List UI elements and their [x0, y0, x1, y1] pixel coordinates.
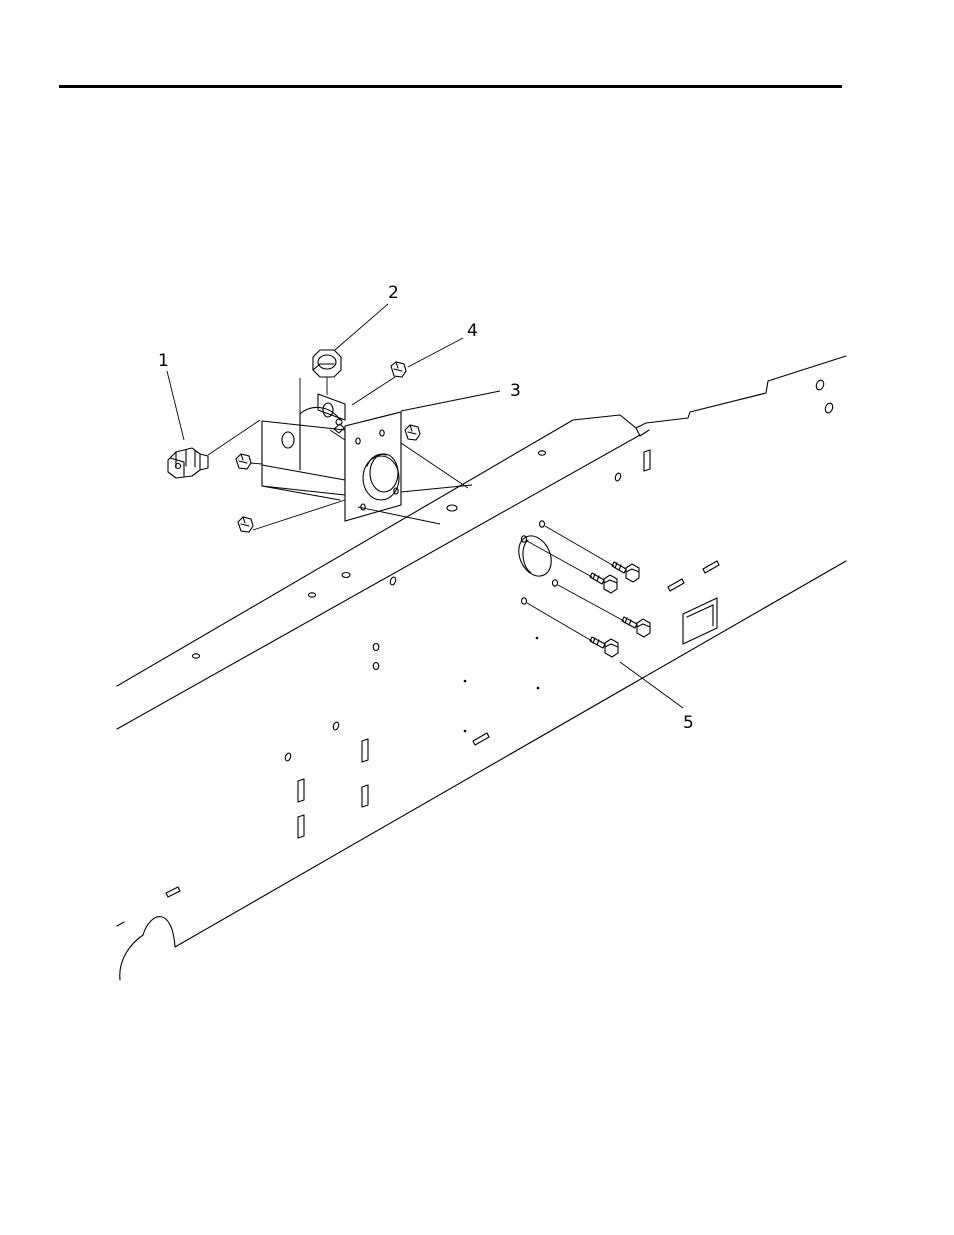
callout-2: 2	[388, 283, 399, 303]
frame-rail	[117, 356, 846, 980]
callout-4: 4	[467, 321, 478, 341]
lock-nut-bottom	[238, 500, 345, 532]
lock-nut-left	[236, 454, 262, 469]
callout-5: 5	[683, 713, 694, 733]
leader-3	[401, 391, 500, 411]
lock-nut-top	[352, 362, 406, 405]
leader-2	[335, 304, 388, 350]
callout-3: 3	[510, 381, 521, 401]
item-5-bolts	[522, 521, 651, 657]
leader-1	[167, 371, 184, 440]
bolt-1	[540, 521, 640, 582]
bolt-4	[522, 598, 619, 657]
lock-nut-right	[405, 425, 420, 440]
bolt-2	[522, 536, 618, 593]
bracket-assembly	[262, 394, 472, 524]
callout-1: 1	[158, 351, 169, 371]
bolt-3	[553, 580, 651, 637]
leader-4	[408, 338, 463, 367]
